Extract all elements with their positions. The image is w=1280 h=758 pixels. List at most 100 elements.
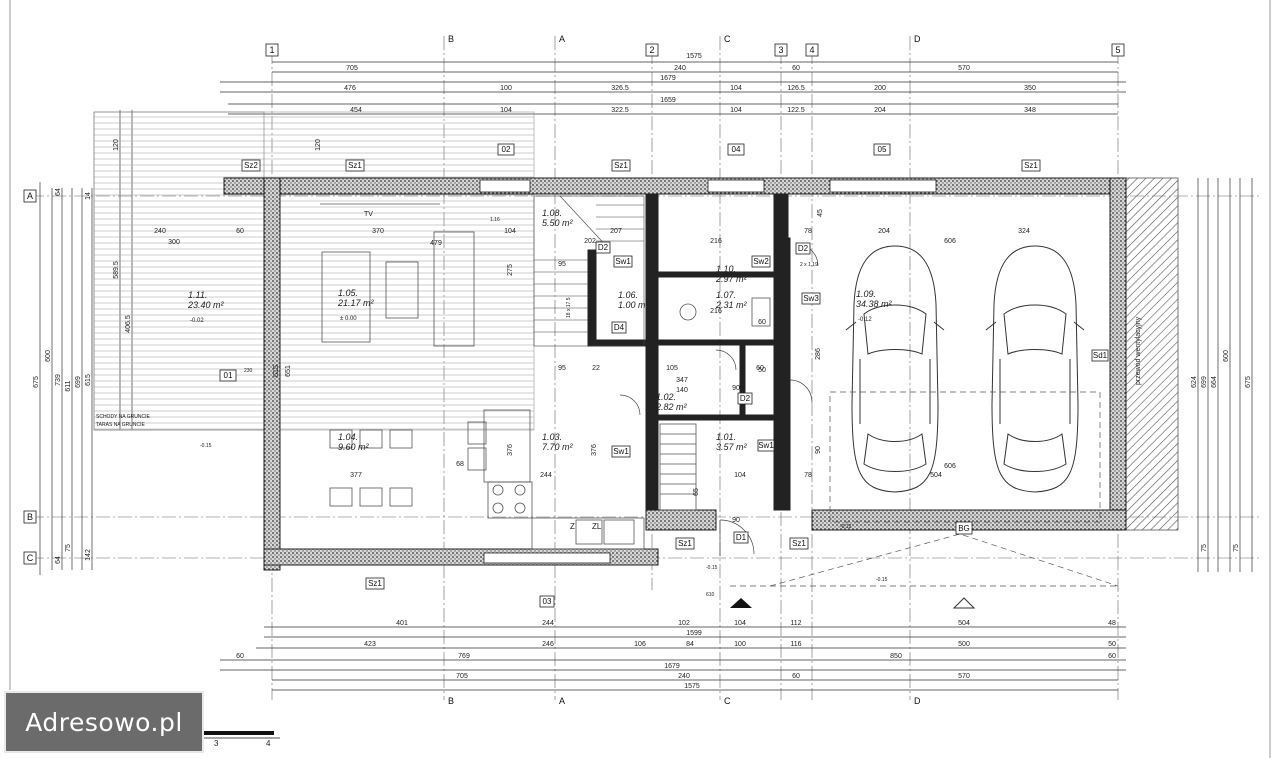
tag-d2-8-label: D2: [598, 243, 609, 252]
dimension-right-0: 624: [1191, 376, 1198, 388]
small-label-12: 610: [706, 592, 715, 598]
tag-d2-16-label: D2: [740, 394, 751, 403]
dimension-bottom-row1-2: 102: [678, 620, 690, 627]
dimension-bottom-row3-4: 100: [734, 641, 746, 648]
ventilation-note: przewód wentylacyjny: [1135, 316, 1142, 385]
grid-marker-left-a-label: A: [27, 191, 33, 201]
tag-sz1-19: Sz1: [675, 537, 695, 550]
dimension-bottom-row6-1: 240: [678, 673, 690, 680]
tag-sz2-0: Sz2: [241, 159, 261, 172]
dimension-interior-36: 90: [732, 385, 740, 392]
dimension-top-row6-1: 104: [500, 107, 512, 114]
grid-marker-top-4-label: 4: [809, 45, 814, 55]
room-0-number: 1.11.: [188, 290, 207, 300]
tag-d1-18: D1: [733, 531, 749, 544]
dimension-interior-23: 204: [878, 228, 890, 235]
dimension-bottom-row3-5: 116: [790, 641, 801, 648]
dimension-left-6: 64: [55, 188, 62, 196]
dimension-interior-12: 95: [558, 365, 566, 372]
small-label-5: SCHODY NA GRUNCIE: [96, 414, 150, 420]
furniture: [320, 203, 771, 550]
small-label-4: ZL: [592, 522, 602, 531]
tag-d2-15-label: D2: [798, 244, 809, 253]
grid-marker-top-a: A: [559, 34, 565, 44]
dimension-interior-10: 216: [710, 238, 722, 245]
dimension-bottom-row4-0: 60: [236, 653, 244, 660]
staircase: [533, 195, 645, 347]
tag-04-4: 04: [727, 143, 745, 156]
tag-sz1-6: Sz1: [1021, 159, 1041, 172]
grid-marker-top-3: 3: [774, 43, 788, 57]
dimension-bottom-row1-0: 401: [396, 620, 408, 627]
dimension-interior-22: 78: [804, 228, 812, 235]
dimension-interior-28: 78: [804, 472, 812, 479]
dimension-bottom-row4-3: 60: [1108, 653, 1116, 660]
tag-sw1-14: Sw1: [757, 439, 775, 452]
grid-marker-top-1: 1: [265, 43, 279, 57]
small-label-0: 2 x 1.19: [800, 262, 818, 268]
tag-sz1-20-label: Sz1: [792, 539, 806, 548]
tag-02-2-label: 02: [502, 145, 511, 154]
dimension-interior-5: 60: [236, 228, 244, 235]
dimension-bottom-row1-5: 504: [958, 620, 970, 627]
room-1-area: 21.17 m²: [337, 298, 375, 308]
room-7-area: 9.60 m²: [338, 442, 370, 452]
room-4-number: 1.10.: [716, 264, 736, 274]
room-6-number: 1.09.: [856, 289, 876, 299]
scale-label-4: 4: [266, 739, 271, 748]
dimension-bottom-row4-1: 769: [458, 653, 470, 660]
grid-marker-top-2: 2: [645, 43, 659, 57]
tag-05-5-label: 05: [878, 145, 887, 154]
dimension-interior-20: 244: [540, 472, 552, 479]
watermark-badge: Adresowo.pl: [4, 691, 204, 753]
tag-sw2-12-label: Sw2: [753, 257, 769, 266]
dimension-interior-26: 45: [817, 209, 824, 217]
dimension-interior-21: 104: [734, 472, 746, 479]
room-8-number: 1.03.: [542, 432, 562, 442]
dimension-top-row2-1: 240: [674, 65, 686, 72]
dimension-interior-8: 207: [610, 228, 622, 235]
tag-sw1-9: Sw1: [613, 255, 633, 268]
dimension-top-row4-3: 104: [730, 85, 742, 92]
grid-marker-top-5-label: 5: [1115, 45, 1120, 55]
dimension-interior-18: 377: [350, 472, 362, 479]
room-0-level: -0.02: [190, 318, 204, 324]
small-label-11: -0.15: [876, 577, 888, 583]
dimension-interior-7: 95: [558, 261, 566, 268]
dimension-bottom-row3-6: 500: [958, 641, 970, 648]
room-9-number: 1.02.: [656, 392, 676, 402]
room-4-area: 2.97 m²: [715, 274, 748, 284]
dimension-left-5: 615: [85, 374, 92, 386]
dimension-right-2: 664: [1211, 376, 1218, 388]
dimension-right-5: 75: [1201, 544, 1208, 552]
dimension-interior-6: 275: [507, 264, 514, 276]
tag-04-4-label: 04: [732, 145, 741, 154]
tag-sw1-14-label: Sw1: [758, 441, 774, 450]
dimension-top-row2-3: 570: [958, 65, 970, 72]
dimension-left-8: 75: [65, 544, 72, 552]
dimension-left-1: 600: [45, 350, 52, 362]
dimension-interior-4: 240: [154, 228, 166, 235]
dimension-left-3: 611: [65, 380, 72, 391]
tag-d4-10: D4: [611, 321, 627, 334]
dimension-left-2: 739: [55, 374, 62, 386]
grid-marker-left-c-label: C: [27, 553, 34, 563]
interior-walls: [587, 193, 791, 511]
dimension-top-row2-0: 705: [346, 65, 358, 72]
dimension-interior-14: 105: [666, 365, 678, 372]
tag-sw3-13: Sw3: [801, 292, 821, 305]
small-label-6: TARAS NA GRUNCIE: [96, 422, 145, 428]
dimension-interior-17: 60: [756, 365, 764, 372]
dimension-right-4: 675: [1245, 376, 1252, 388]
dimension-left-10: 14: [85, 192, 92, 200]
small-label-2: 18 x 17.5: [566, 297, 572, 318]
tag-sz1-21: Sz1: [365, 577, 385, 590]
tag-05-5: 05: [873, 143, 891, 156]
dimension-interior-32: 376: [591, 444, 598, 456]
dimension-top-row6-6: 348: [1024, 107, 1036, 114]
room-6-area: 34.38 m²: [856, 299, 893, 309]
dimension-interior-40: 651: [285, 365, 292, 377]
dimension-interior-38: 60: [758, 319, 766, 326]
dimension-top-row4-4: 126.5: [787, 85, 805, 92]
